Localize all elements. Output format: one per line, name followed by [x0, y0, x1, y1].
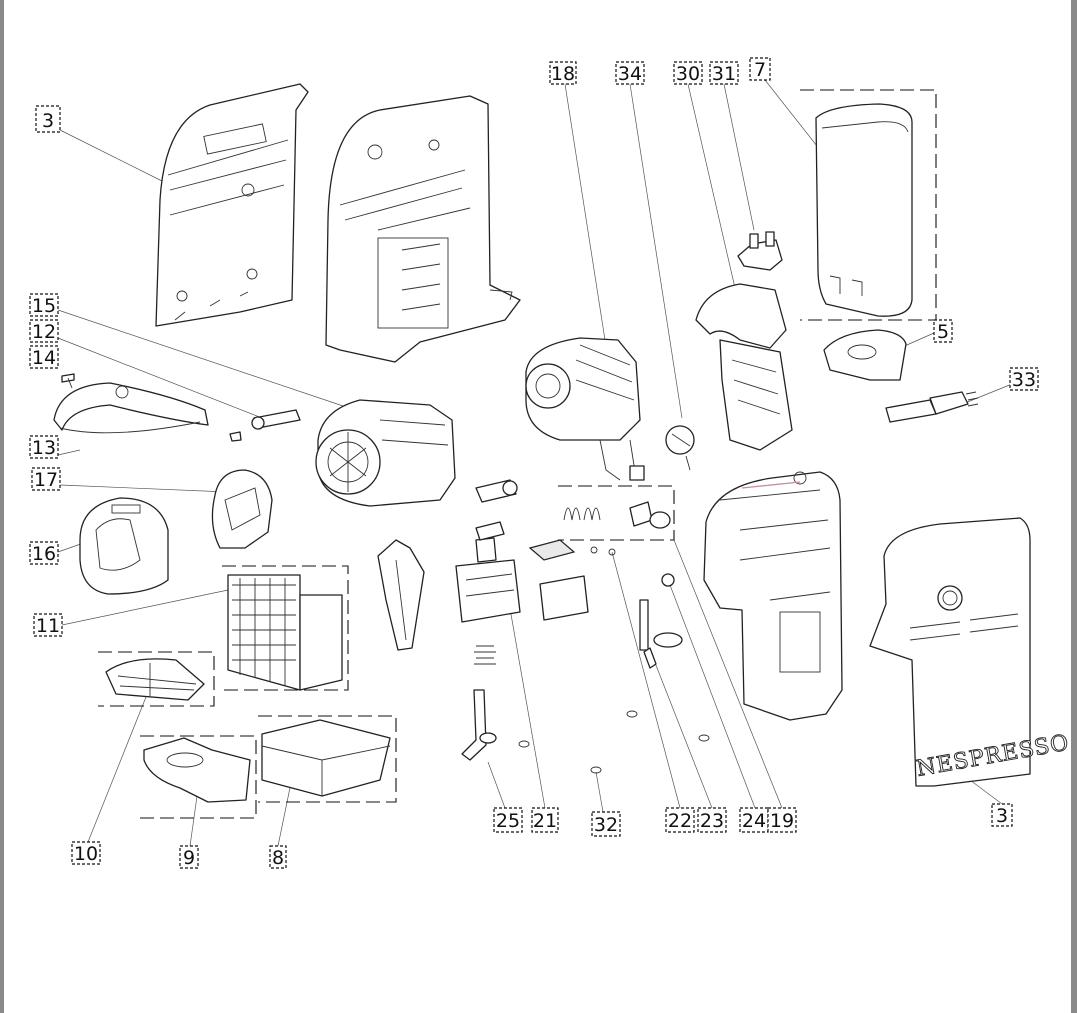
callout-label: 9: [183, 847, 195, 869]
callout-10: 10: [71, 841, 101, 865]
callout-label: 18: [551, 63, 575, 85]
part-drip-tray: [258, 715, 397, 803]
callout-label: 17: [34, 469, 58, 491]
part-valve-31: [737, 231, 783, 271]
part-valve-23: [643, 632, 683, 669]
callout-9: 9: [179, 845, 199, 869]
callout-label: 30: [676, 63, 700, 85]
part-front-cover: NESPRESSO: [869, 517, 1072, 787]
callout-label: 10: [74, 843, 98, 865]
callout-label: 3: [42, 110, 54, 132]
part-screw-14: [61, 373, 75, 389]
callout-label: 25: [496, 810, 520, 832]
callout-label: 19: [770, 810, 794, 832]
part-water-tank: [800, 89, 937, 321]
part-pump: [455, 521, 521, 623]
part-plate: [528, 539, 576, 561]
callout-12: 12: [29, 319, 59, 343]
callout-17: 17: [31, 467, 61, 491]
part-front-knob: [79, 497, 169, 595]
callout-label: 32: [594, 814, 618, 836]
part-thermoblock: [525, 337, 645, 481]
callout-15: 15: [29, 293, 59, 317]
callout-label: 8: [272, 847, 284, 869]
callout-14: 14: [29, 345, 59, 369]
callout-label: 31: [712, 63, 736, 85]
callout-22: 22: [665, 807, 695, 833]
callout-30: 30: [673, 61, 703, 85]
callout-label: 5: [937, 321, 949, 343]
part-gear-24: [661, 573, 675, 587]
callout-label: 13: [32, 437, 56, 459]
callout-label: 11: [36, 615, 60, 637]
callout-32: 32: [591, 811, 621, 837]
part-small-rings: [518, 546, 710, 774]
callout-label: 3: [996, 805, 1008, 827]
part-main-chassis: [325, 95, 521, 363]
part-pipe-22: [639, 599, 649, 651]
part-front-housing: [703, 471, 843, 721]
part-head-housing: [695, 283, 793, 451]
part-grid-tray: [222, 565, 349, 691]
callout-7: 7: [749, 57, 771, 81]
part-tube-25: [461, 689, 497, 761]
callout-11: 11: [33, 613, 63, 637]
callout-label: 14: [32, 347, 56, 369]
part-lever-arm: [53, 382, 209, 434]
callout-21: 21: [531, 807, 559, 833]
part-side-panel-left: [155, 83, 309, 327]
callout-label: 15: [32, 295, 56, 317]
part-latch: [377, 539, 425, 651]
callout-label: 24: [742, 810, 766, 832]
callout-5: 5: [933, 319, 953, 343]
callout-label: 21: [533, 810, 557, 832]
part-cup-support: [140, 735, 257, 819]
callout-18: 18: [549, 61, 577, 85]
part-connector: [475, 479, 518, 503]
callout-label: 16: [32, 543, 56, 565]
callout-3-bottom: 3: [991, 803, 1013, 827]
part-plug: [885, 391, 979, 423]
callout-label: 12: [32, 321, 56, 343]
callout-3-top: 3: [35, 105, 61, 133]
part-block: [539, 575, 589, 621]
callout-label: 34: [618, 63, 642, 85]
callout-33: 33: [1009, 367, 1039, 391]
callout-labels: 3 15 12 14 13 17 16 11: [29, 57, 1039, 869]
callout-8: 8: [269, 845, 287, 869]
part-pin-12: [251, 409, 301, 430]
part-flowmeter: [665, 425, 695, 471]
part-screw-small: [229, 431, 242, 442]
part-tank-lid: [823, 329, 907, 381]
callout-34: 34: [615, 61, 645, 85]
callout-16: 16: [29, 541, 59, 565]
part-boiler-housing: [315, 399, 456, 507]
callout-25: 25: [493, 807, 523, 833]
callout-label: 22: [668, 810, 692, 832]
callout-23: 23: [697, 807, 727, 833]
part-drip-grid: [98, 651, 215, 707]
callout-24: 24: [739, 807, 769, 833]
part-pump-spring: [474, 645, 496, 665]
callout-31: 31: [709, 61, 739, 85]
part-cap-lever: [211, 469, 273, 549]
callout-19: 19: [767, 807, 797, 833]
callout-label: 7: [754, 59, 766, 81]
part-spring-bracket: [558, 485, 675, 541]
callout-label: 33: [1012, 369, 1036, 391]
callout-label: 23: [700, 810, 724, 832]
callout-13: 13: [29, 435, 59, 459]
